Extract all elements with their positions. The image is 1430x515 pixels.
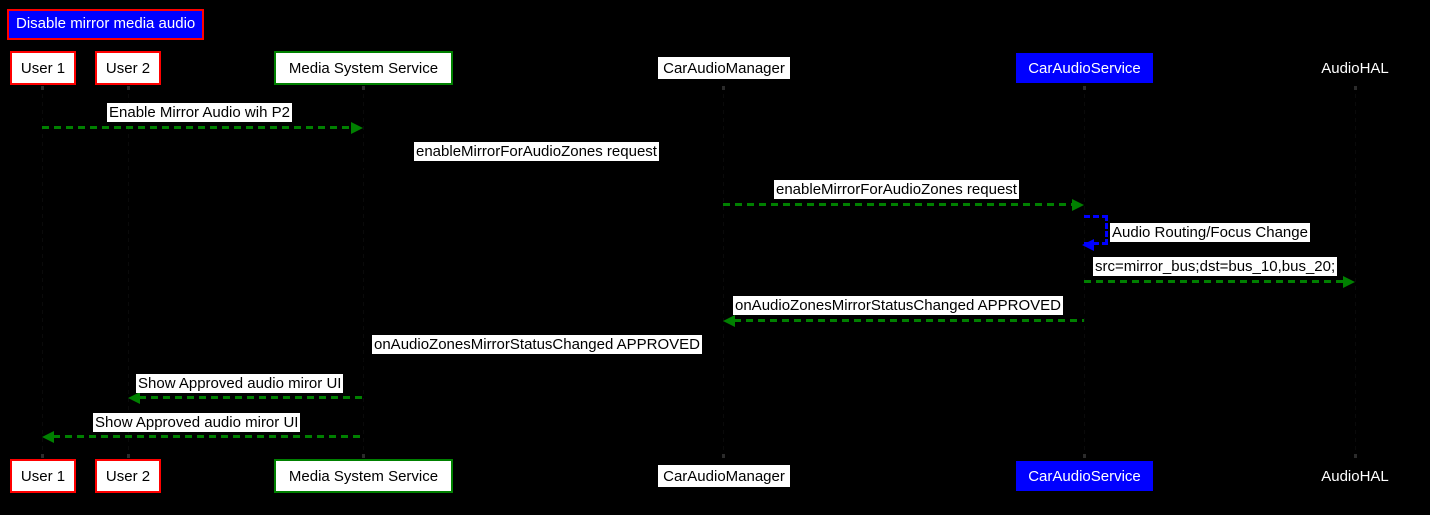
message-label-m2: enableMirrorForAudioZones request (414, 142, 659, 161)
lifeline-stub-cas (1083, 86, 1086, 90)
message-line-m5 (1084, 280, 1344, 283)
message-line-m8 (139, 396, 363, 399)
participant-label-user1: User 1 (20, 59, 66, 77)
message-arrowhead-m6 (723, 315, 735, 327)
diagram-title-text: Disable mirror media audio (16, 15, 196, 32)
participant-header-cas[interactable]: CarAudioService (1016, 53, 1153, 83)
participant-footer-mss[interactable]: Media System Service (274, 459, 453, 493)
lifeline-stub-cam (722, 86, 725, 90)
message-label-m5: src=mirror_bus;dst=bus_10,bus_20; (1093, 257, 1338, 276)
self-call-loop-m4 (1084, 215, 1108, 245)
message-label-m8: Show Approved audio miror UI (136, 374, 344, 393)
message-arrowhead-m1 (351, 122, 363, 134)
message-arrowhead-m5 (1343, 276, 1355, 288)
participant-header-user1[interactable]: User 1 (10, 51, 76, 85)
participant-header-user2[interactable]: User 2 (95, 51, 161, 85)
participant-footer-hal[interactable]: AudioHAL (1315, 465, 1395, 487)
lifeline-stub-mss (362, 86, 365, 90)
participant-label-cam: CarAudioManager (663, 467, 785, 485)
lifeline-stub-cam (722, 454, 725, 458)
lifeline-stub-user1 (41, 86, 44, 90)
lifeline-stub-user2 (127, 454, 130, 458)
participant-label-mss: Media System Service (288, 467, 439, 485)
message-line-m9 (53, 435, 363, 438)
participant-footer-user1[interactable]: User 1 (10, 459, 76, 493)
participant-label-hal: AudioHAL (1321, 467, 1389, 485)
participant-label-user2: User 2 (105, 59, 151, 77)
participant-label-user1: User 1 (20, 467, 66, 485)
message-label-m7: onAudioZonesMirrorStatusChanged APPROVED (372, 335, 703, 354)
lifeline-user2 (128, 86, 129, 458)
participant-header-cam[interactable]: CarAudioManager (658, 57, 790, 79)
message-label-m3: enableMirrorForAudioZones request (774, 180, 1019, 199)
message-label-m6: onAudioZonesMirrorStatusChanged APPROVED (733, 296, 1064, 315)
lifeline-user1 (42, 86, 43, 458)
participant-label-cam: CarAudioManager (663, 59, 785, 77)
message-line-m1 (42, 126, 352, 129)
lifeline-stub-user1 (41, 454, 44, 458)
message-label-m9: Show Approved audio miror UI (93, 413, 301, 432)
participant-footer-cas[interactable]: CarAudioService (1016, 461, 1153, 491)
participant-label-hal: AudioHAL (1321, 59, 1389, 77)
message-arrowhead-m9 (42, 431, 54, 443)
message-label-m4: Audio Routing/Focus Change (1110, 223, 1310, 242)
lifeline-cam (723, 86, 724, 458)
message-line-m2 (363, 165, 712, 168)
lifeline-cas (1084, 86, 1085, 458)
lifeline-stub-cas (1083, 454, 1086, 458)
participant-label-cas: CarAudioService (1028, 59, 1141, 77)
message-label-m1: Enable Mirror Audio wih P2 (107, 103, 292, 122)
lifeline-hal (1355, 86, 1356, 458)
message-line-m7 (374, 358, 723, 361)
participant-footer-user2[interactable]: User 2 (95, 459, 161, 493)
lifeline-stub-user2 (127, 86, 130, 90)
participant-footer-cam[interactable]: CarAudioManager (658, 465, 790, 487)
participant-header-hal[interactable]: AudioHAL (1315, 57, 1395, 79)
lifeline-mss (363, 86, 364, 458)
self-call-arrowhead-m4 (1082, 239, 1094, 251)
message-arrowhead-m2 (711, 161, 723, 173)
participant-label-mss: Media System Service (288, 59, 439, 77)
participant-label-user2: User 2 (105, 467, 151, 485)
message-arrowhead-m8 (128, 392, 140, 404)
message-arrowhead-m7 (363, 354, 375, 366)
participant-label-cas: CarAudioService (1028, 467, 1141, 485)
message-line-m3 (723, 203, 1073, 206)
lifeline-stub-hal (1354, 86, 1357, 90)
participant-header-mss[interactable]: Media System Service (274, 51, 453, 85)
message-arrowhead-m3 (1072, 199, 1084, 211)
lifeline-stub-mss (362, 454, 365, 458)
message-line-m6 (734, 319, 1084, 322)
lifeline-stub-hal (1354, 454, 1357, 458)
diagram-title-box: Disable mirror media audio (7, 9, 205, 40)
